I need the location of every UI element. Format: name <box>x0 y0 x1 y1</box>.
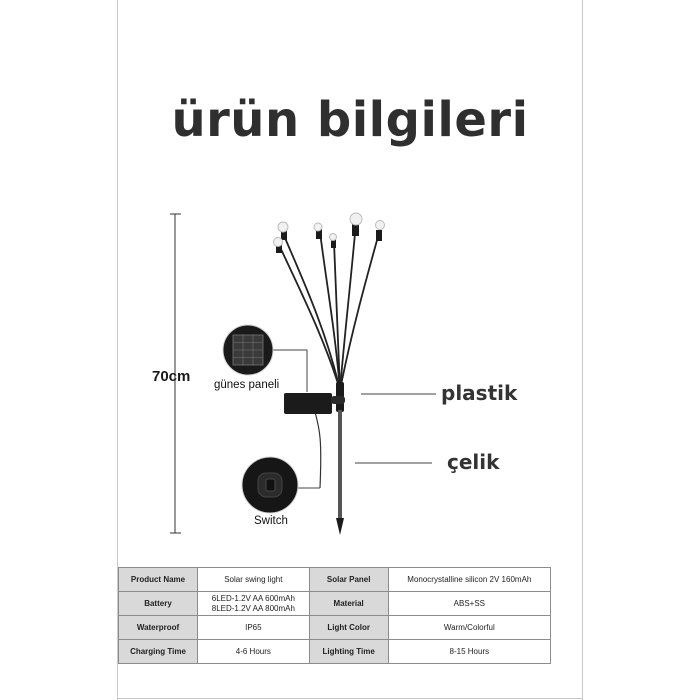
spec-value-line: 6LED-1.2V AA 600mAh <box>211 593 295 603</box>
spec-key: Battery <box>118 591 198 616</box>
spec-key: Material <box>308 591 389 616</box>
led-bulb <box>273 237 283 253</box>
spec-key: Lighting Time <box>308 639 389 664</box>
solar-panel-detail <box>222 324 274 376</box>
spec-value: Warm/Colorful <box>387 615 552 640</box>
plastic-label: plastik <box>441 381 518 405</box>
led-bulb <box>329 233 337 248</box>
table-row: Product Name Solar swing light Solar Pan… <box>118 567 552 592</box>
led-bulb <box>349 212 363 236</box>
spec-value: ABS+SS <box>387 591 552 616</box>
spec-value-line: 8LED-1.2V AA 800mAh <box>211 603 295 613</box>
solar-box <box>284 393 332 414</box>
led-bulb <box>313 222 323 239</box>
table-row: Waterproof IP65 Light Color Warm/Colorfu… <box>118 615 552 640</box>
led-bulb <box>277 221 289 240</box>
spec-value: 4-6 Hours <box>197 639 310 664</box>
stake-tip <box>336 518 344 535</box>
spec-key: Solar Panel <box>308 567 389 592</box>
spec-key: Product Name <box>118 567 198 592</box>
table-row: Charging Time 4-6 Hours Lighting Time 8-… <box>118 639 552 664</box>
height-dimension-line <box>170 213 181 534</box>
solar-panel-label: günes paneli <box>214 379 280 391</box>
height-label: 70cm <box>152 368 191 385</box>
spec-key: Waterproof <box>118 615 198 640</box>
spec-value: Solar swing light <box>197 567 310 592</box>
spec-value: 8-15 Hours <box>387 639 552 664</box>
led-bulb <box>375 220 385 241</box>
spec-key: Charging Time <box>118 639 198 664</box>
spec-value: Monocrystalline silicon 2V 160mAh <box>387 567 552 592</box>
sheet-bottom-border <box>117 698 583 699</box>
spec-value: IP65 <box>197 615 310 640</box>
solar-cable <box>314 411 322 489</box>
led-bulbs <box>273 212 385 253</box>
steel-stake <box>338 410 342 520</box>
page-title: ürün bilgileri <box>171 92 529 148</box>
firefly-wires <box>279 221 380 391</box>
switch-detail <box>241 456 299 514</box>
specs-table: Product Name Solar swing light Solar Pan… <box>118 567 552 664</box>
spec-key: Light Color <box>308 615 389 640</box>
solar-box-bracket <box>331 396 345 404</box>
steel-label: çelik <box>447 450 500 474</box>
callout-lines <box>270 349 436 489</box>
switch-label: Switch <box>254 515 288 527</box>
